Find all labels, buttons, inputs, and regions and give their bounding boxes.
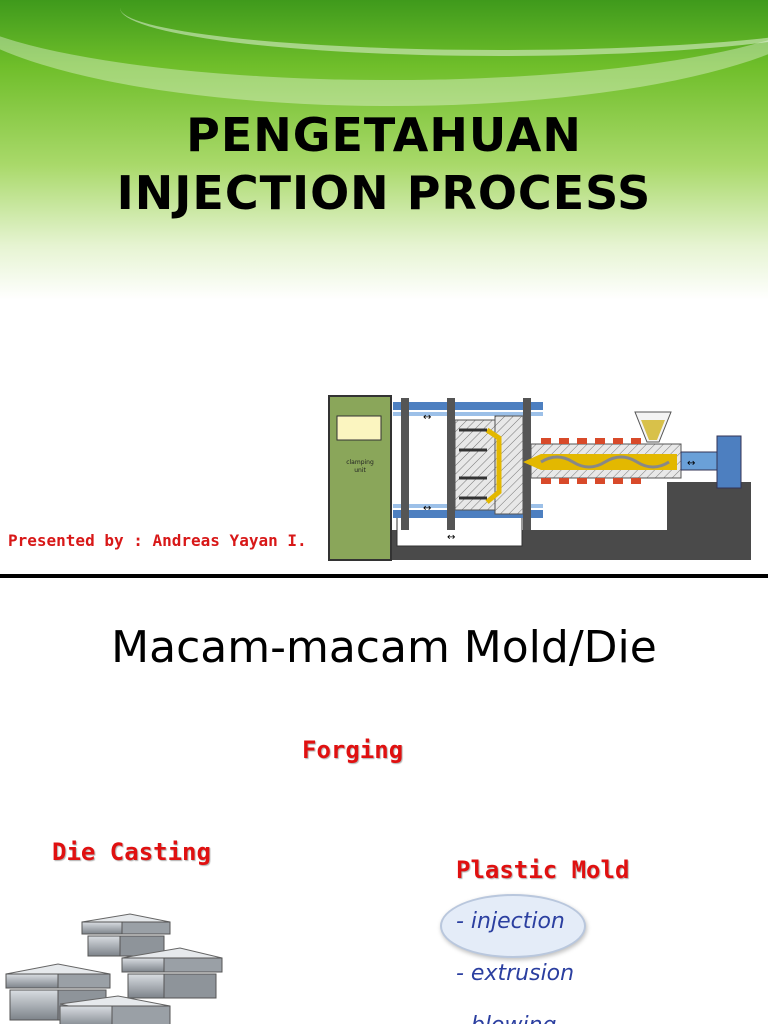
die-casting-molds-image [5,913,223,1024]
injection-machine-diagram: ↔ clamping unit ↔ ↔ [328,395,751,561]
process-injection: - injection [456,909,565,934]
svg-text:↔: ↔ [447,532,455,543]
svg-text:↔: ↔ [423,412,431,423]
process-extrusion: - extrusion [456,961,575,986]
presenter-credit: Presented by : Andreas Yayan I. [8,531,307,550]
slide-title: PENGETAHUAN INJECTION PROCESS ↔ clamping… [0,0,768,574]
slide-mold-types: Macam-macam Mold/Die Forging Die Casting… [0,578,768,1024]
label-die-casting: Die Casting [52,838,211,866]
injection-highlight-ellipse [440,894,586,958]
clamping-unit-label-2: unit [354,467,366,474]
svg-text:↔: ↔ [687,458,695,469]
title-line-1: PENGETAHUAN [186,108,582,162]
process-blowing: - blowing [456,1013,556,1024]
svg-text:↔: ↔ [423,503,431,514]
banner-swoosh-thin [120,0,768,56]
title-line-2: INJECTION PROCESS [116,166,652,220]
slide-title: Macam-macam Mold/Die [111,622,657,673]
green-banner [0,0,768,300]
label-plastic-mold: Plastic Mold [456,856,630,884]
clamping-unit-label: clamping [346,459,374,466]
label-forging: Forging [302,736,404,764]
